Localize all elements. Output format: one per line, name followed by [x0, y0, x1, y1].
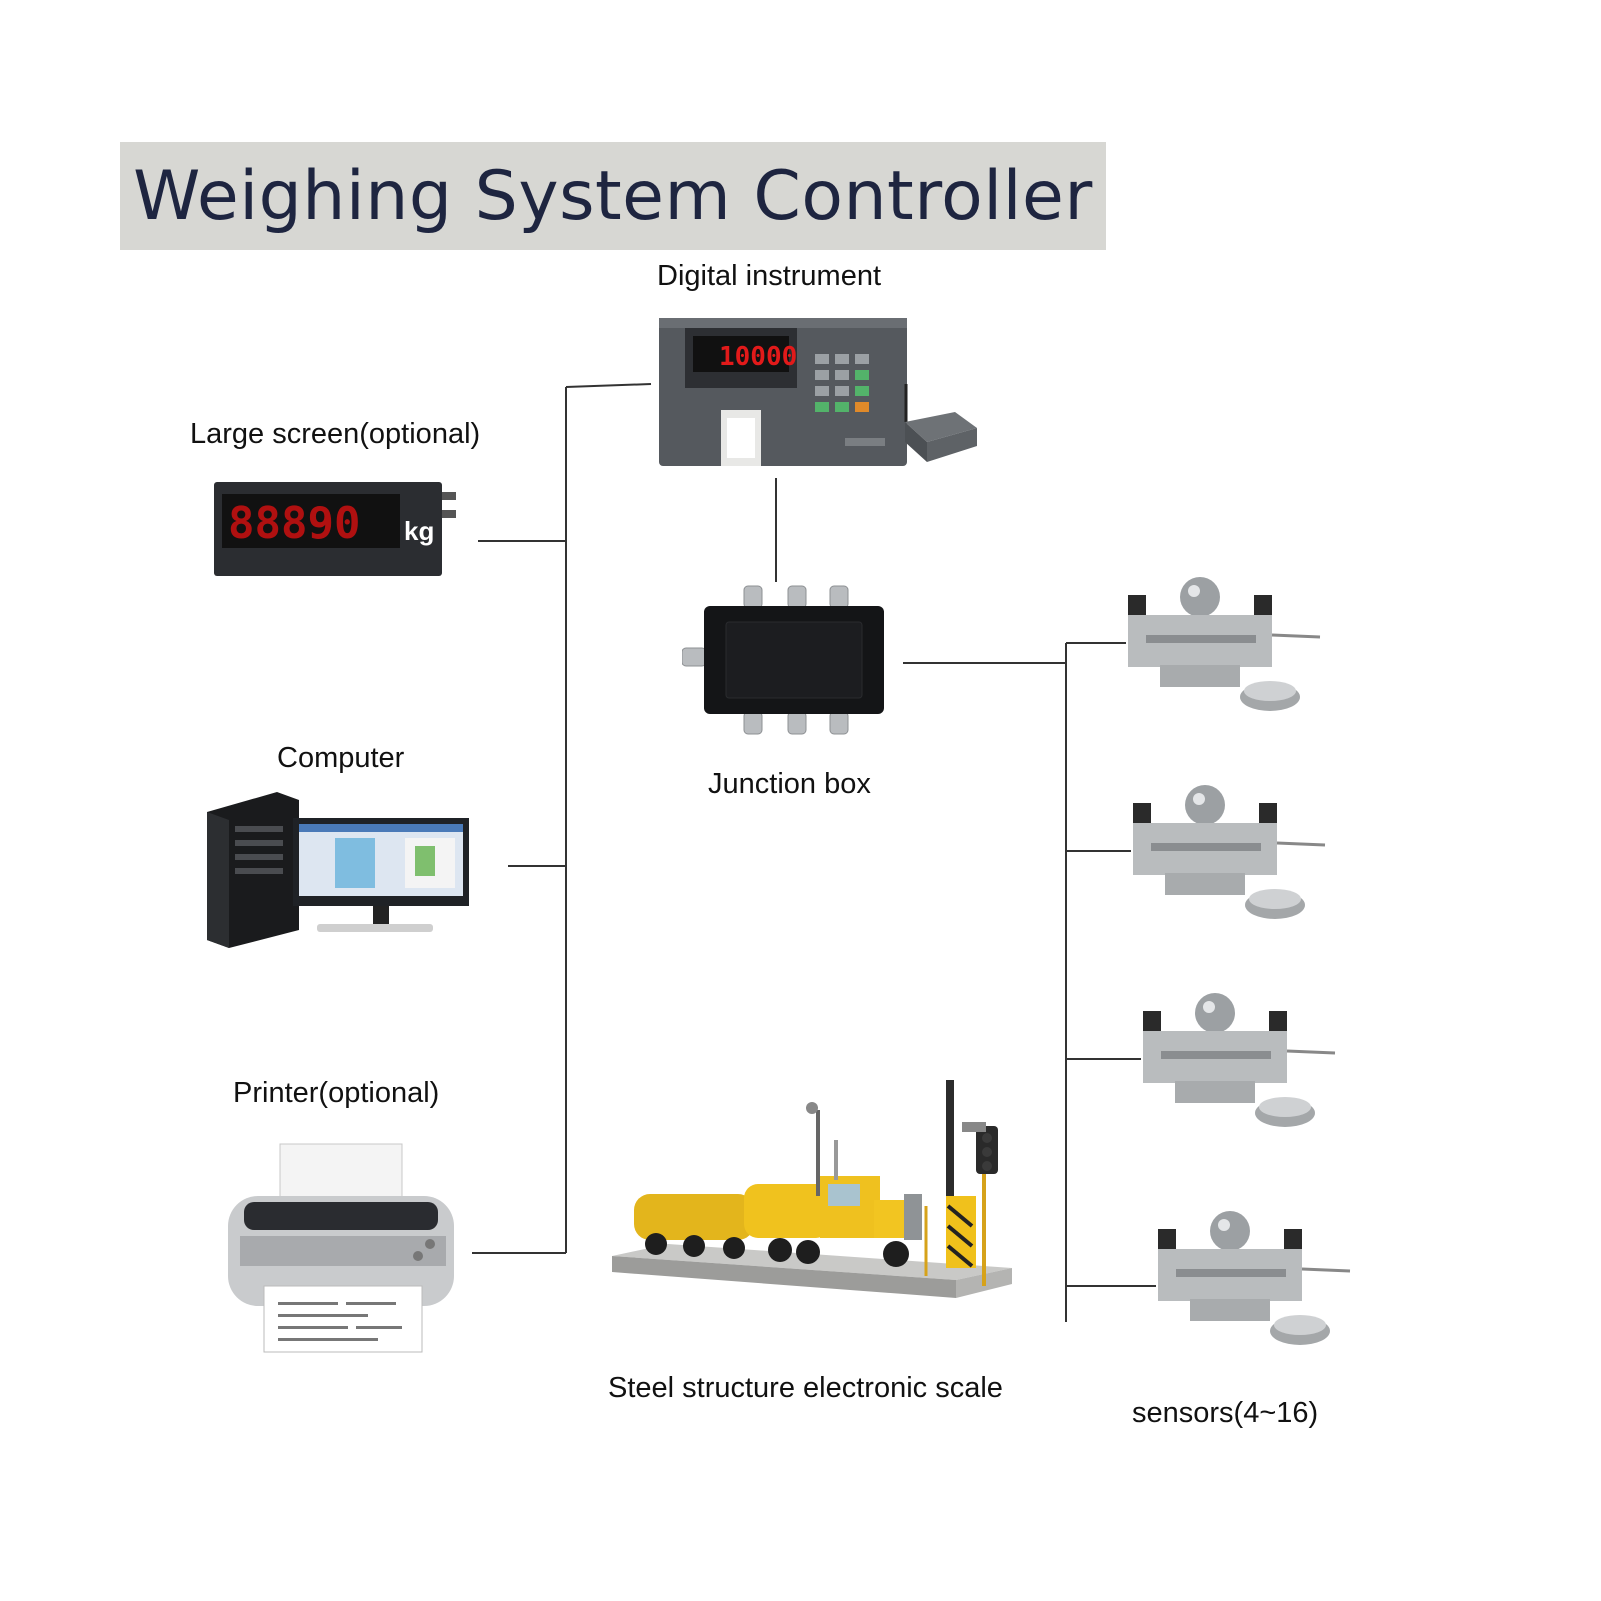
computer-icon [207, 792, 469, 948]
junction-box-label: Junction box [708, 768, 871, 800]
title-banner: Weighing System Controller [120, 142, 1106, 250]
printer-label: Printer(optional) [233, 1077, 440, 1109]
printer-icon [228, 1143, 454, 1353]
truck-scale-icon [612, 1080, 1012, 1298]
junction-box-icon [682, 585, 884, 735]
sensor-icon [1133, 785, 1326, 919]
instrument-reading: 10000 [719, 342, 797, 372]
large-screen-label: Large screen(optional) [190, 418, 481, 450]
sensor-icon [1158, 1211, 1351, 1345]
large-screen-unit: kg [404, 516, 434, 546]
sensor-icon [1143, 993, 1336, 1127]
digital-instrument-label: Digital instrument [657, 260, 882, 292]
computer-label: Computer [277, 742, 405, 774]
large-screen-reading: 88890 [228, 498, 360, 549]
diagram-title: Weighing System Controller [133, 156, 1093, 236]
scale-label: Steel structure electronic scale [608, 1372, 1003, 1404]
sensor-icon [1128, 577, 1321, 711]
sensors-label: sensors(4~16) [1132, 1397, 1319, 1429]
instrument-to-bus [565, 383, 652, 388]
large-screen-icon: 88890 kg [214, 482, 456, 576]
digital-instrument-icon: 10000 [659, 318, 977, 466]
